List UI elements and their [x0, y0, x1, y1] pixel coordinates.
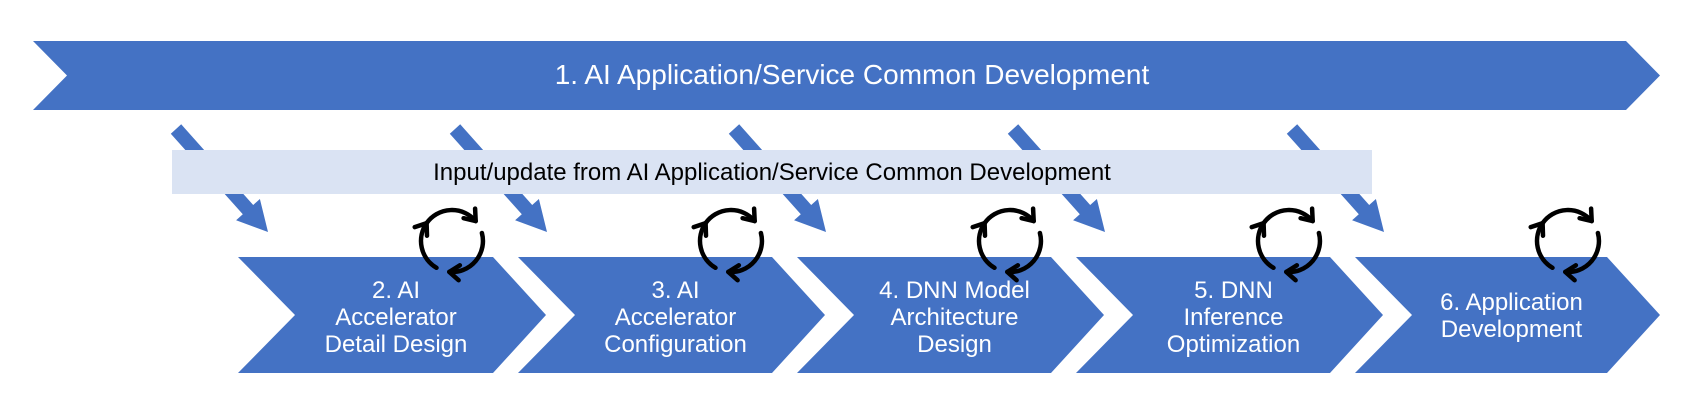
top-arrow-shape — [33, 41, 1660, 110]
cycle-arrowhead — [1577, 206, 1594, 224]
stage-label-line: Configuration — [604, 331, 747, 358]
top-arrow-label: 1. AI Application/Service Common Develop… — [555, 59, 1150, 90]
cycle-arrowhead — [1019, 206, 1036, 224]
cycle-arrowhead — [1005, 263, 1021, 283]
cycle-arc — [976, 220, 997, 271]
cycle-arrowhead — [447, 263, 463, 283]
stage-chevron-shape — [518, 257, 825, 373]
stage-chevron-shape — [238, 257, 546, 373]
cycle-arc — [703, 207, 757, 226]
input-box-background — [172, 150, 1372, 194]
cycle-arc — [424, 207, 478, 226]
cycle-arrowhead — [1528, 220, 1546, 238]
cycle-icon — [970, 206, 1044, 283]
cycle-arrowhead — [691, 220, 709, 238]
cycle-arc — [982, 207, 1036, 226]
stage-label-line: 5. DNN — [1194, 277, 1273, 304]
cycle-arrowhead — [1563, 263, 1579, 283]
cycle-arrowhead — [1249, 220, 1267, 238]
cycle-icon — [691, 206, 765, 283]
stage-label-line: Optimization — [1167, 331, 1300, 358]
stage-label-line: Accelerator — [615, 304, 736, 331]
stage-label-line: Design — [917, 331, 992, 358]
input-box-label: Input/update from AI Application/Service… — [433, 159, 1111, 186]
stage-label-line: Inference — [1183, 304, 1283, 331]
cycle-arc — [418, 220, 439, 271]
cycle-arrowhead — [726, 263, 742, 283]
top-arrow-stage-1: 1. AI Application/Service Common Develop… — [33, 41, 1660, 110]
cycle-icons — [412, 206, 1602, 283]
cycle-arc — [726, 230, 765, 275]
cycle-arc — [1534, 220, 1555, 271]
stage-label-line: 4. DNN Model — [879, 277, 1030, 304]
cycle-arrowhead — [970, 220, 988, 238]
stage-label-line: Detail Design — [325, 331, 468, 358]
cycle-arrowhead — [461, 206, 478, 224]
input-box: Input/update from AI Application/Service… — [172, 150, 1372, 194]
stage-label-line: Architecture — [890, 304, 1018, 331]
cycle-arc — [1284, 230, 1323, 275]
cycle-arrowhead — [740, 206, 757, 224]
cycle-arc — [697, 220, 718, 271]
cycle-arrowhead — [1284, 263, 1300, 283]
stage-label-line: 6. Application — [1440, 289, 1583, 316]
stage-chevron-shape — [1076, 257, 1383, 373]
cycle-arc — [1005, 230, 1044, 275]
cycle-arc — [447, 230, 486, 275]
stage-chevron-shape — [1355, 257, 1660, 373]
cycle-arrowhead — [1298, 206, 1315, 224]
cycle-icon — [1528, 206, 1602, 283]
stage-label-line: Development — [1441, 316, 1583, 343]
stage-label-line: 2. AI — [372, 277, 420, 304]
stage-label-line: Accelerator — [335, 304, 456, 331]
cycle-arc — [1540, 207, 1594, 226]
stage-chevron-shape — [797, 257, 1104, 373]
cycle-icon — [412, 206, 486, 283]
stage-label-line: 3. AI — [651, 277, 699, 304]
cycle-arc — [1261, 207, 1315, 226]
cycle-arc — [1563, 230, 1602, 275]
cycle-arrowhead — [412, 220, 430, 238]
cycle-icon — [1249, 206, 1323, 283]
cycle-arc — [1255, 220, 1276, 271]
